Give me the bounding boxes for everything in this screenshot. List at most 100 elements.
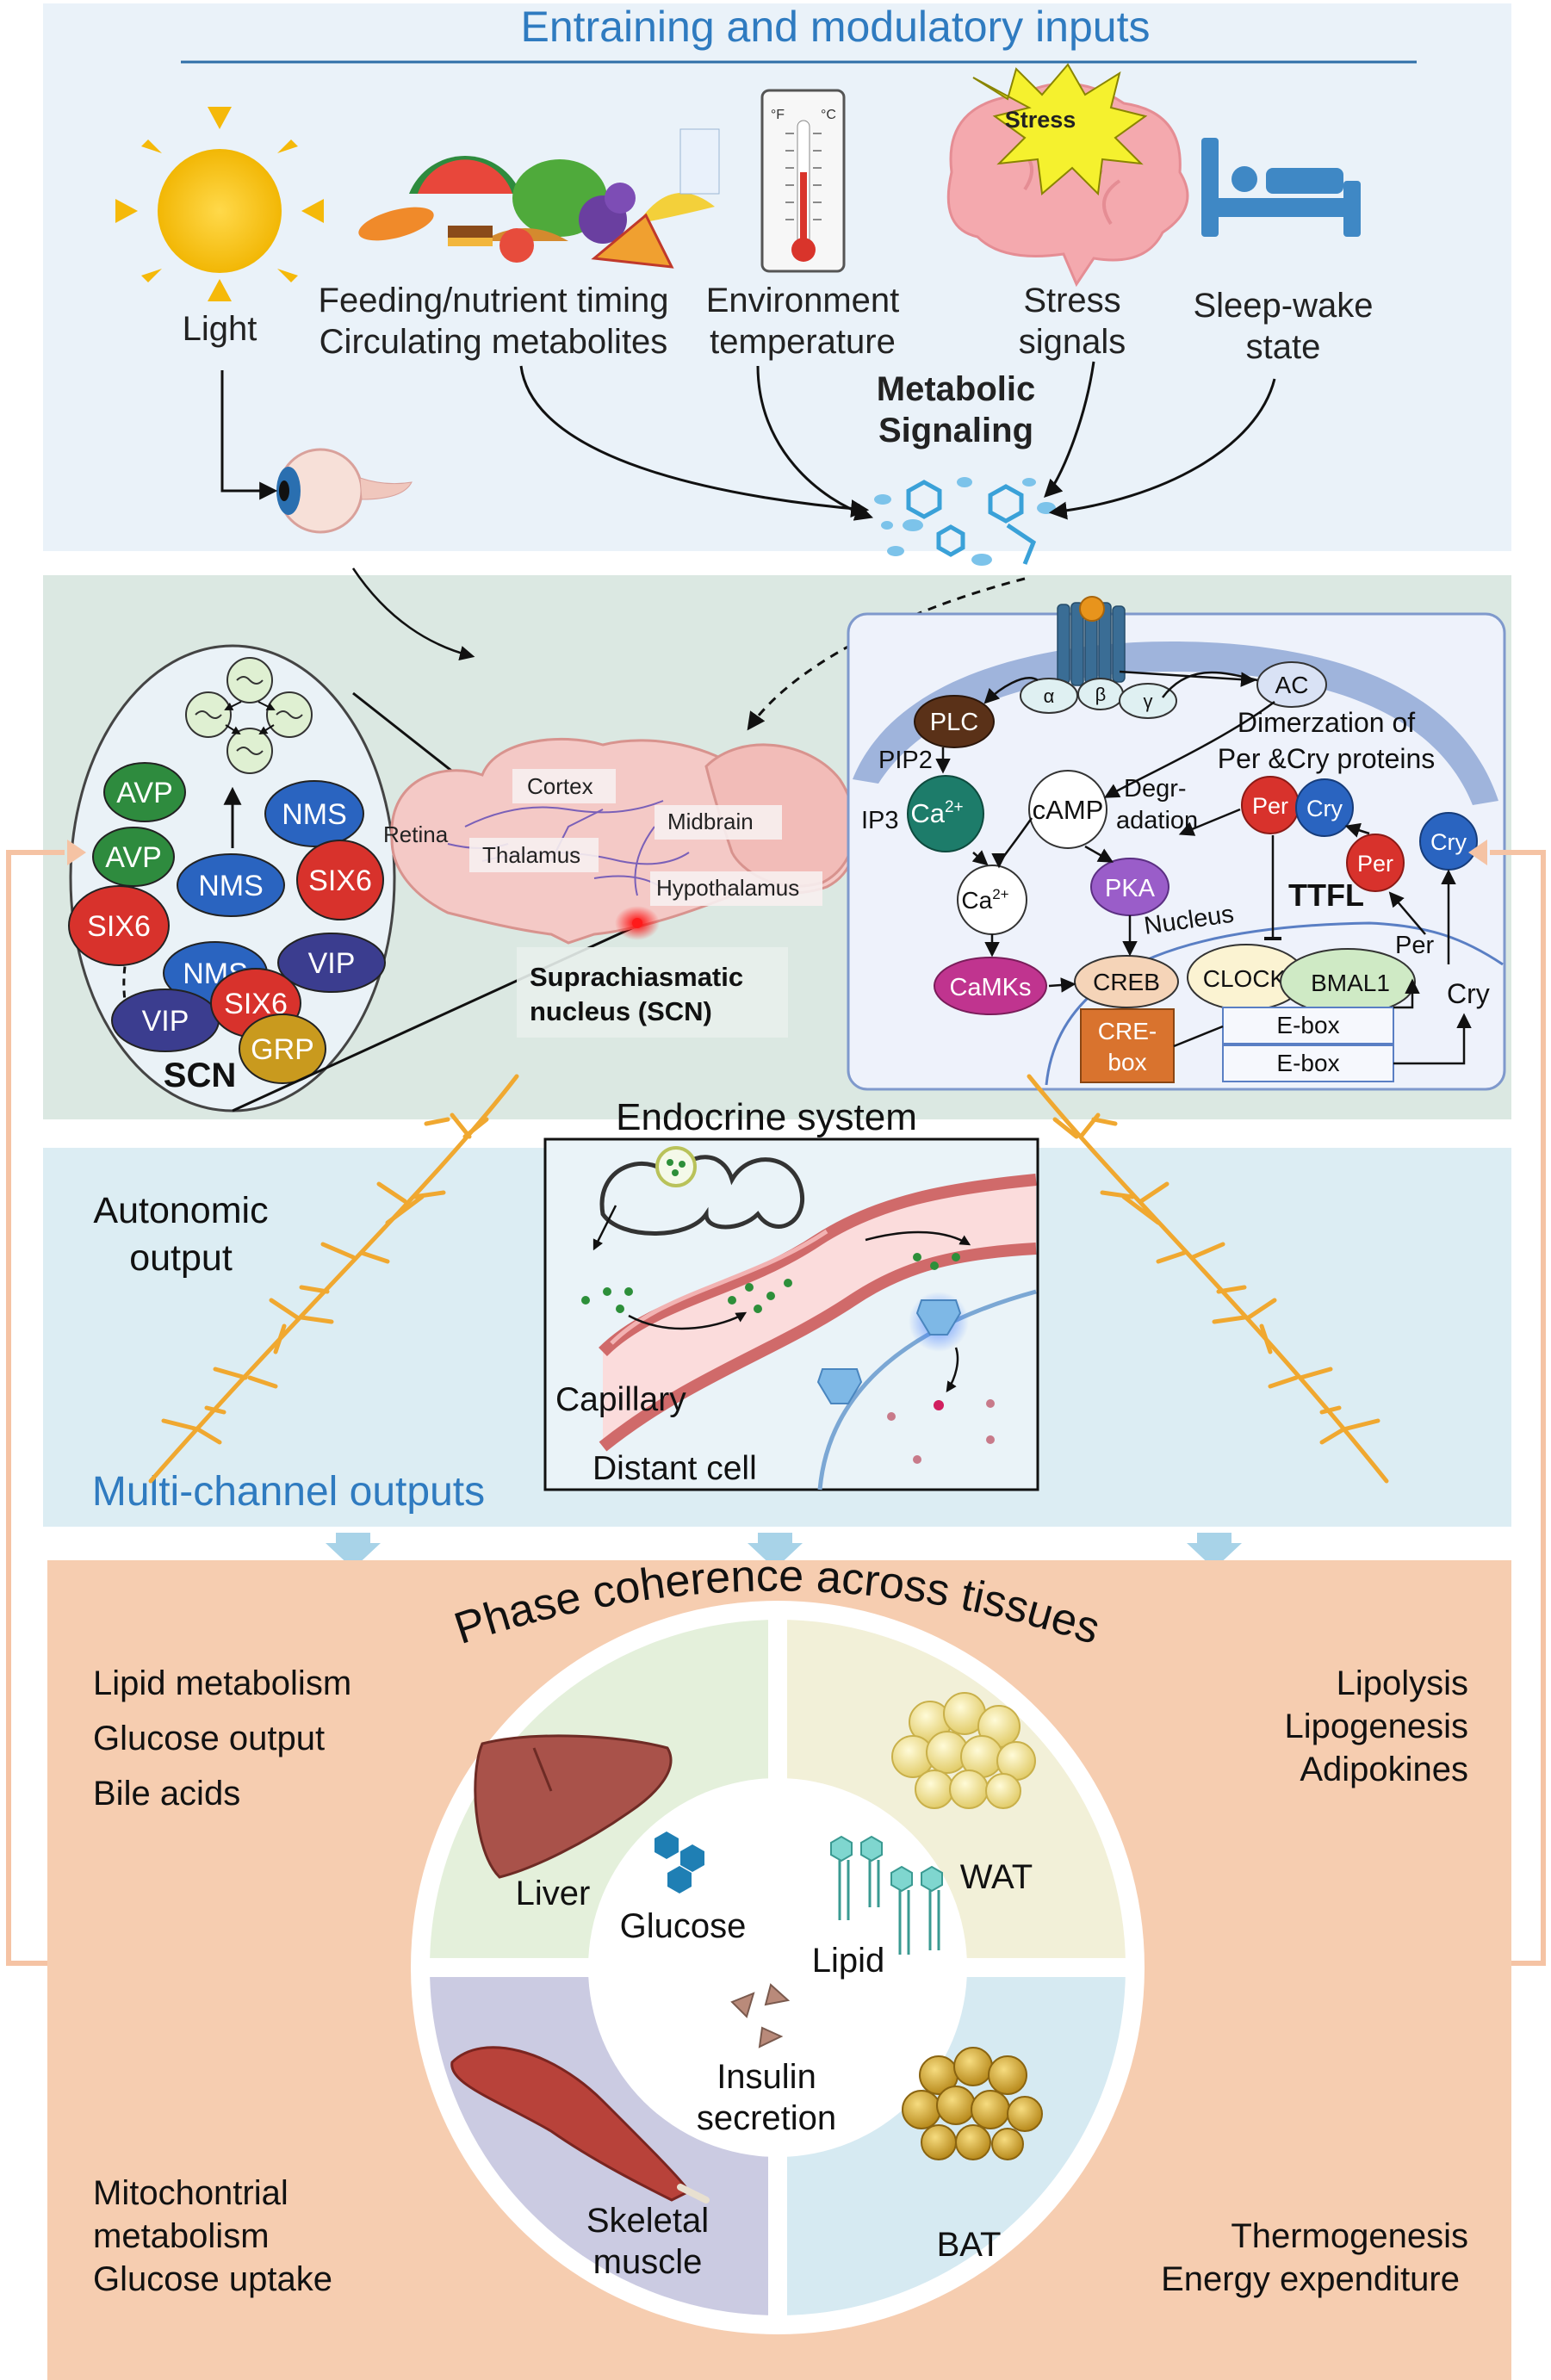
sun-icon: [115, 107, 324, 301]
scn-cell-nms-2: [177, 853, 285, 917]
scn-cell-six6-1: [68, 885, 170, 966]
thermo-c-label: °C: [821, 108, 836, 122]
muscle-function-1: Mitochontrial: [93, 2174, 288, 2212]
cell-signaling-arrows: [935, 670, 1472, 1065]
scn-cell-nms-1: [264, 780, 364, 847]
cry-mrna-label: Cry: [1447, 978, 1490, 1009]
liver-label: Liver: [516, 1875, 591, 1912]
liver-function-3: Bile acids: [93, 1775, 240, 1813]
distant-cell-label: Distant cell: [592, 1450, 757, 1487]
muscle-icon: [450, 2046, 710, 2203]
stress-label-2: signals: [1019, 323, 1126, 361]
endocrine-label: Endocrine system: [616, 1096, 917, 1138]
sleep-label-2: state: [1246, 328, 1321, 366]
scn-cell-nms-2-label: NMS: [198, 870, 264, 902]
scn-brain-label-1: Suprachiasmatic: [530, 962, 743, 992]
camks-node: CaMKs: [934, 957, 1047, 1015]
scn-cell-avp-2-label: AVP: [105, 841, 162, 874]
env-label-1: Environment: [706, 282, 900, 319]
midbrain-label: Midbrain: [667, 809, 754, 834]
glucose-icon: [655, 1831, 704, 1893]
dimerization-label-1: Dimerzation of: [1238, 707, 1415, 738]
bat-icon: [902, 2047, 1043, 2160]
feeding-label-1: Feeding/nutrient timing: [319, 282, 669, 319]
bat-function-2: Energy expenditure: [1161, 2260, 1460, 2298]
eye-icon: [276, 448, 413, 534]
ac-label: AC: [1275, 672, 1309, 698]
dimerization-label-2: Per &Cry proteins: [1218, 743, 1436, 774]
cre-box-label-1: CRE-: [1098, 1018, 1157, 1044]
autonomic-label-2: output: [129, 1237, 233, 1279]
scn-cell-vip-1-label: VIP: [308, 947, 356, 980]
scn-oscillator-network: [185, 657, 313, 774]
scn-cell-vip-2-label: VIP: [142, 1005, 189, 1038]
sleep-label-1: Sleep-wake: [1193, 287, 1373, 325]
scn-brain-label-2: nucleus (SCN): [530, 996, 712, 1026]
per-cry-dimer: Per Cry: [1241, 776, 1354, 837]
g-alpha-label: α: [1044, 685, 1055, 707]
liver-functions-list: Lipid metabolism Glucose output Bile aci…: [93, 1664, 351, 1813]
insulin-icon: [730, 1983, 791, 2048]
thermo-f-label: °F: [771, 108, 785, 122]
degradation-label-1: Degr-: [1124, 775, 1187, 803]
ca-cytosol-label: Ca2+: [961, 886, 1008, 914]
thalamus-label: Thalamus: [482, 842, 580, 868]
muscle-label-2: muscle: [593, 2243, 703, 2281]
ebox-2-label: E-box: [1276, 1050, 1339, 1076]
scn-cell-vip-1: [277, 933, 386, 993]
dimer-per-label: Per: [1252, 793, 1288, 819]
left-nerve-icon: [148, 1074, 519, 1484]
scn-cell-avp-1-label: AVP: [116, 777, 173, 809]
ca-cytosol-text: Ca: [961, 887, 992, 914]
inputs-title: Entraining and modulatory inputs: [520, 3, 1150, 51]
ebox-1-label: E-box: [1276, 1012, 1339, 1038]
insulin-label-2: secretion: [697, 2099, 836, 2137]
scn-brain-label-box: [517, 947, 788, 1038]
bed-icon: [1201, 138, 1361, 237]
stressed-brain-icon: Stress: [946, 63, 1189, 288]
g-protein-icon: α β γ: [1020, 678, 1177, 719]
scn-cell-grp: [239, 1013, 326, 1084]
pka-label: PKA: [1105, 875, 1156, 902]
feedback-arrowhead-right: [1468, 840, 1487, 865]
wat-functions-list: Lipolysis Lipogenesis Adipokines: [1285, 1664, 1469, 1788]
capillary-label: Capillary: [555, 1381, 686, 1418]
scn-cell-six6-2: [296, 840, 384, 920]
bat-label: BAT: [937, 2226, 1002, 2264]
wat-label: WAT: [960, 1858, 1033, 1896]
per-protein-label: Per: [1357, 851, 1393, 877]
metabolic-label-1: Metabolic: [877, 370, 1035, 408]
scn-label: SCN: [164, 1057, 236, 1094]
scn-cell-avp-2: [92, 827, 175, 887]
brain-region-labels: Cortex Midbrain Thalamus Hypothalamus Re…: [383, 769, 822, 906]
stress-label-1: Stress: [1023, 282, 1120, 319]
scn-cell-grp-label: GRP: [251, 1033, 314, 1066]
camp-node: cAMP: [1028, 770, 1107, 849]
glucose-label: Glucose: [620, 1907, 747, 1945]
scn-cell-avp-1: [103, 762, 186, 822]
lipid-label: Lipid: [812, 1942, 885, 1980]
cortex-label: Cortex: [527, 773, 593, 799]
g-gamma-label: γ: [1144, 691, 1153, 712]
cry-protein-label: Cry: [1430, 829, 1467, 855]
wat-icon: [891, 1692, 1036, 1809]
cre-box: CRE- box: [1080, 1008, 1175, 1083]
retina-label: Retina: [383, 821, 449, 847]
multi-channel-label: Multi-channel outputs: [92, 1469, 485, 1515]
per-protein: Per: [1346, 834, 1405, 892]
ac-node: AC: [1256, 661, 1327, 708]
input-arrows: [220, 361, 1276, 521]
food-icon: [358, 128, 720, 269]
scn-cell-nms-1-label: NMS: [282, 798, 347, 831]
wat-function-1: Lipolysis: [1337, 1664, 1468, 1702]
metabolite-molecules-icon: [874, 477, 1056, 566]
muscle-function-3: Glucose uptake: [93, 2260, 332, 2298]
metabolic-to-brain-arrow: [747, 577, 1026, 731]
ebox-1: E-box: [1222, 1007, 1394, 1044]
thermometer-icon: °F °C: [760, 89, 846, 273]
endocrine-inset: Capillary Distant cell: [543, 1137, 1039, 1491]
wat-function-3: Adipokines: [1300, 1751, 1468, 1788]
liver-function-1: Lipid metabolism: [93, 1664, 351, 1702]
